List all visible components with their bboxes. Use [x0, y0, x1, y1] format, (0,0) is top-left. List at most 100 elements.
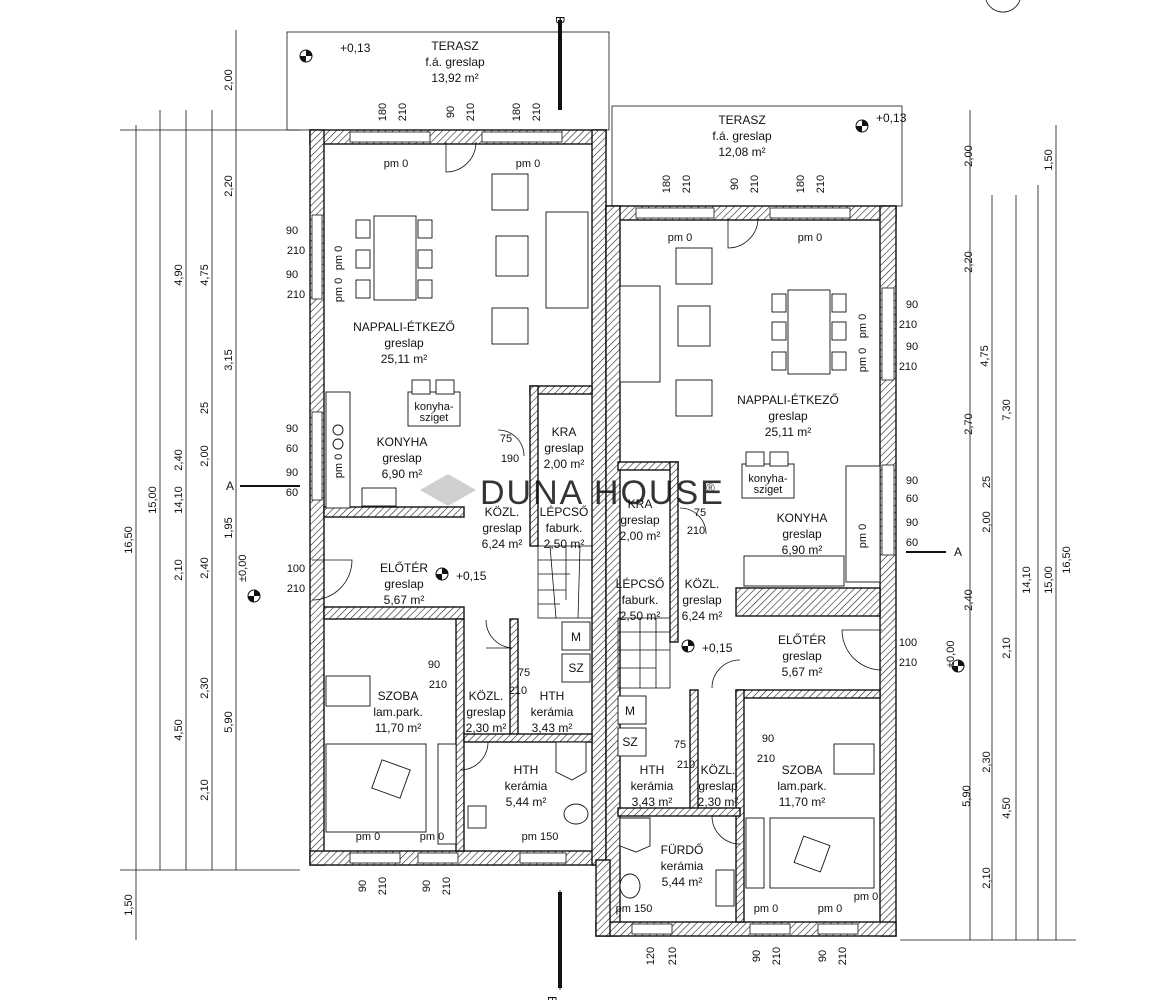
dim-left-3: 4,90: [173, 264, 185, 285]
dim-left-8: 25: [199, 402, 211, 414]
left-pm-8: pm 150: [522, 831, 559, 843]
right-pm-5: pm 0: [857, 524, 869, 548]
left-corridor-floor: greslap: [482, 521, 522, 535]
dim-right-outer-5: 1,50: [1043, 149, 1055, 170]
left-living-area: 25,11 m²: [381, 352, 427, 366]
dimension-lines-right: [900, 110, 1076, 941]
dim-left-6: 2,40: [173, 449, 185, 470]
open-dim-11: 180: [795, 175, 807, 193]
left-hth1-area: 3,43 m²: [532, 721, 573, 735]
open-dim-41: 75: [518, 667, 530, 679]
open-dim-18: 60: [286, 443, 298, 455]
open-dim-49: 120: [645, 947, 657, 965]
open-dim-47: 90: [421, 880, 433, 892]
left-terrace-name: TERASZ: [431, 39, 478, 53]
open-dim-44: 210: [677, 759, 695, 771]
right-corridor2-floor: greslap: [698, 779, 738, 793]
open-dim-4: 210: [465, 103, 477, 121]
right-hth1-name: HTH: [640, 763, 665, 777]
open-dim-22: 210: [287, 583, 305, 595]
left-corridor-name: KÖZL.: [485, 505, 520, 519]
left-pm-5: pm 0: [333, 454, 345, 478]
left-stairs-name: LÉPCSŐ: [540, 504, 589, 519]
furniture-right: [617, 247, 881, 907]
open-dim-12: 210: [815, 175, 827, 193]
dim-left-9: 1,95: [223, 517, 235, 538]
left-living-name: NAPPALI-ÉTKEZŐ: [353, 319, 455, 334]
left-stairs-floor: faburk.: [546, 521, 583, 535]
right-bath-area: 5,44 m²: [662, 875, 703, 889]
right-pantry-floor: greslap: [620, 513, 660, 527]
dim-left-outer-4: 1,50: [123, 894, 135, 915]
dim-right-2: 2,20: [963, 251, 975, 272]
stairs-right: [617, 617, 671, 689]
right-corridor-area: 6,24 m²: [682, 609, 723, 623]
dim-right-outer-3: 14,10: [1021, 566, 1033, 594]
left-island-line2: sziget: [420, 412, 449, 424]
left-hall-name: ELŐTÉR: [380, 560, 428, 575]
dim-left-4: 4,75: [199, 264, 211, 285]
left-hall-floor: greslap: [384, 577, 424, 591]
open-dim-2: 210: [397, 103, 409, 121]
open-dim-36: 210: [687, 525, 705, 537]
right-hth1-area: 3,43 m²: [632, 795, 673, 809]
right-pm-6: pm 0: [854, 891, 878, 903]
left-stairs-area: 2,50 m²: [544, 537, 585, 551]
right-living-name: NAPPALI-ÉTKEZŐ: [737, 392, 839, 407]
dim-right-12: 2,10: [981, 867, 993, 888]
dim-left-10: 2,10: [173, 559, 185, 580]
left-pm-1: pm 0: [384, 158, 408, 170]
left-kitchen-name: KONYHA: [377, 435, 428, 449]
left-hth2-floor: kerámia: [505, 779, 548, 793]
left-pm-7: pm 0: [420, 831, 444, 843]
dim-left-15: 5,90: [223, 711, 235, 732]
open-dim-23: 75: [500, 433, 512, 445]
left-hth2-name: HTH: [514, 763, 539, 777]
dim-left-outer-3: 14,10: [173, 486, 185, 514]
open-dim-10: 210: [749, 175, 761, 193]
watermark-registered: ®: [706, 481, 715, 495]
right-terrace-area: 12,08 m²: [718, 145, 765, 159]
open-dim-1: 180: [377, 103, 389, 121]
open-dim-20: 60: [286, 487, 298, 499]
open-dim-17: 90: [286, 423, 298, 435]
right-kitchen-floor: greslap: [782, 527, 822, 541]
watermark: DUNA HOUSE ®: [420, 474, 723, 512]
left-corridor2-name: KÖZL.: [469, 689, 504, 703]
open-dim-3: 90: [445, 106, 457, 118]
open-dim-54: 210: [837, 947, 849, 965]
open-dim-38: 210: [429, 679, 447, 691]
left-m-label: M: [571, 630, 581, 644]
right-hall-area: 5,67 m²: [782, 665, 823, 679]
section-a-left: A: [226, 479, 234, 493]
open-dim-46: 210: [377, 877, 389, 895]
open-dim-51: 90: [751, 950, 763, 962]
right-terrace-floor: f.á. greslap: [712, 129, 772, 143]
right-pm-8: pm 0: [754, 903, 778, 915]
open-dim-29: 90: [906, 475, 918, 487]
open-dim-14: 210: [287, 245, 305, 257]
dim-right-3: 4,75: [979, 345, 991, 366]
windows: [311, 131, 895, 935]
open-dim-40: 210: [757, 753, 775, 765]
right-stairs-area: 2,50 m²: [620, 609, 661, 623]
right-bedroom-name: SZOBA: [782, 763, 823, 777]
left-corridor-area: 6,24 m²: [482, 537, 523, 551]
level-symbols: [247, 49, 965, 673]
right-sz-label: SZ: [622, 735, 637, 749]
open-dim-21: 100: [287, 563, 305, 575]
open-dim-39: 90: [762, 733, 774, 745]
dim-left-outer-1: 16,50: [123, 526, 135, 554]
right-corridor2-area: 2,30 m²: [698, 795, 739, 809]
furniture-left: [325, 173, 591, 845]
right-bath-name: FÜRDŐ: [661, 842, 704, 857]
dim-right-1: 2,00: [963, 145, 975, 166]
left-hth1-name: HTH: [540, 689, 565, 703]
dim-right-10: 4,50: [1001, 797, 1013, 818]
open-dim-37: 90: [428, 659, 440, 671]
open-dim-30: 60: [906, 493, 918, 505]
right-pm-1: pm 0: [668, 232, 692, 244]
open-dim-48: 210: [441, 877, 453, 895]
dim-right-5: 2,00: [981, 511, 993, 532]
open-dim-28: 210: [899, 361, 917, 373]
